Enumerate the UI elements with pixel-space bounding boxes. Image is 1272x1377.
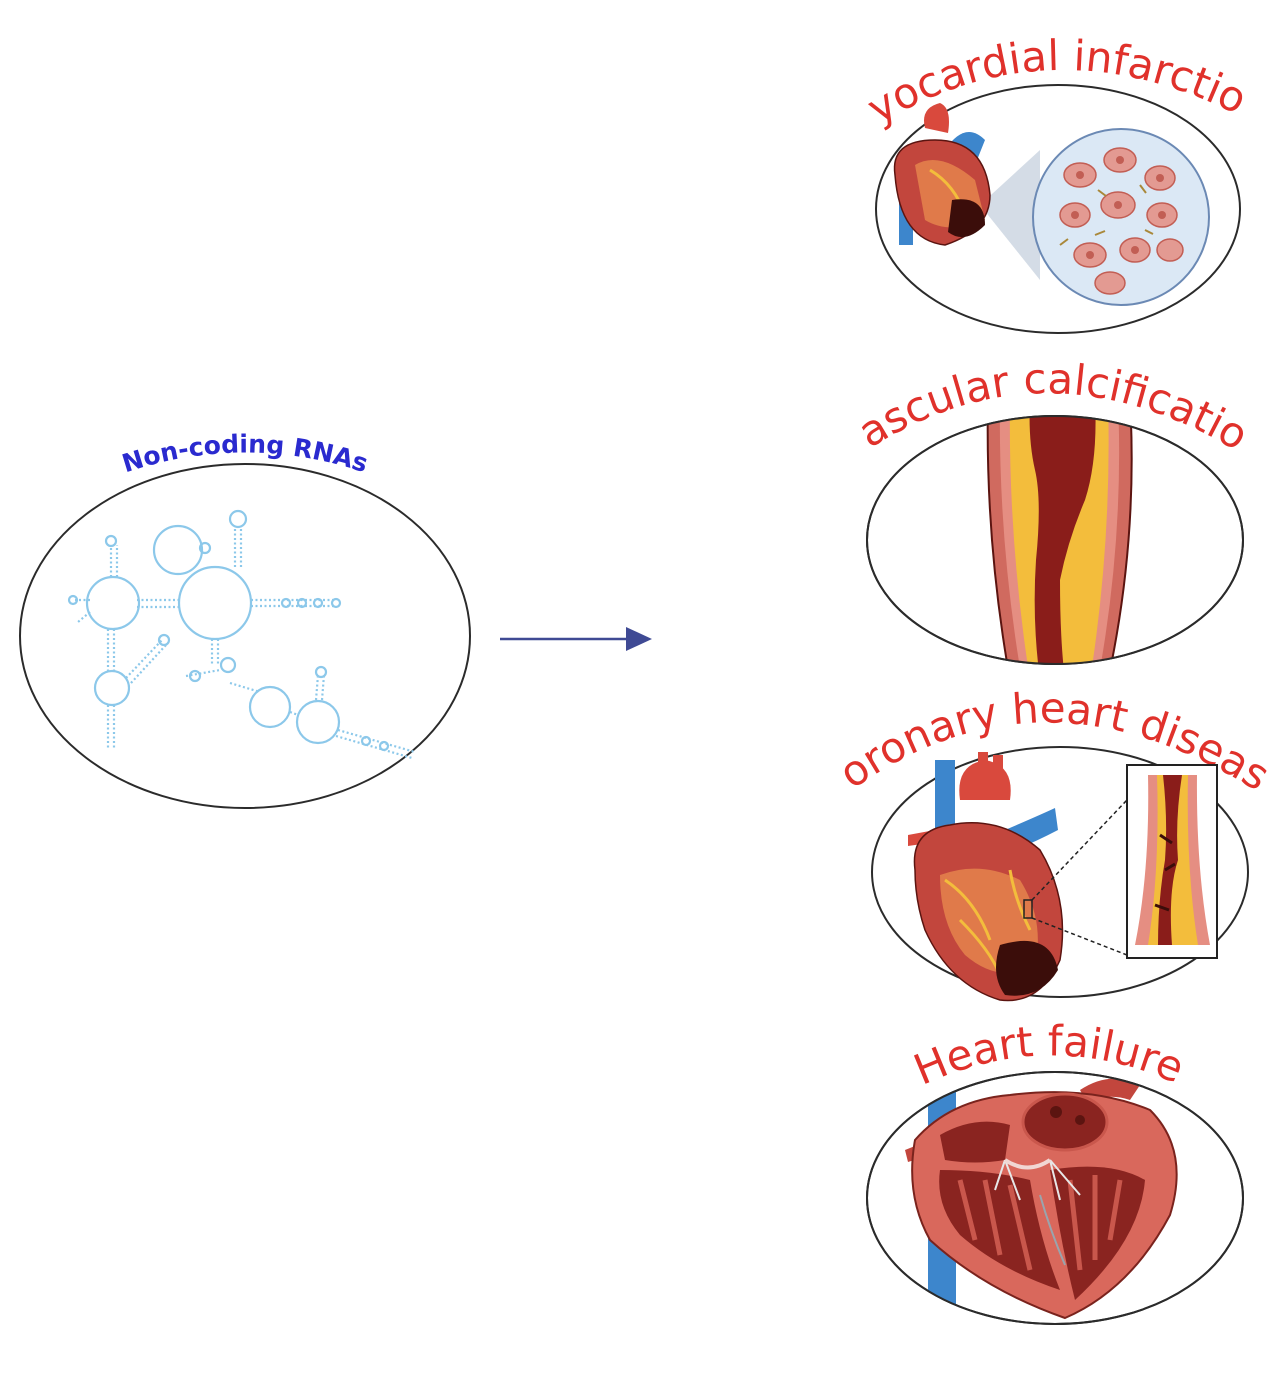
calcified-artery-icon bbox=[986, 416, 1133, 664]
source-node: Non-coding RNAs bbox=[19, 429, 471, 809]
infarcted-heart-with-tissue-inset-icon bbox=[893, 103, 1210, 306]
right-arrow-icon bbox=[500, 627, 652, 651]
cardiomyocyte-tissue bbox=[1059, 147, 1184, 295]
heart-cross-section-icon bbox=[905, 1075, 1178, 1324]
rna-secondary-structure-icon bbox=[67, 509, 416, 760]
source-ellipse bbox=[19, 463, 471, 809]
heart-with-coronary-plaque-inset-icon bbox=[908, 752, 1218, 1002]
disease-heart-failure: Heart failure bbox=[866, 1016, 1244, 1325]
disease-myocardial-infarction: Myocardial infarction bbox=[0, 0, 1254, 334]
